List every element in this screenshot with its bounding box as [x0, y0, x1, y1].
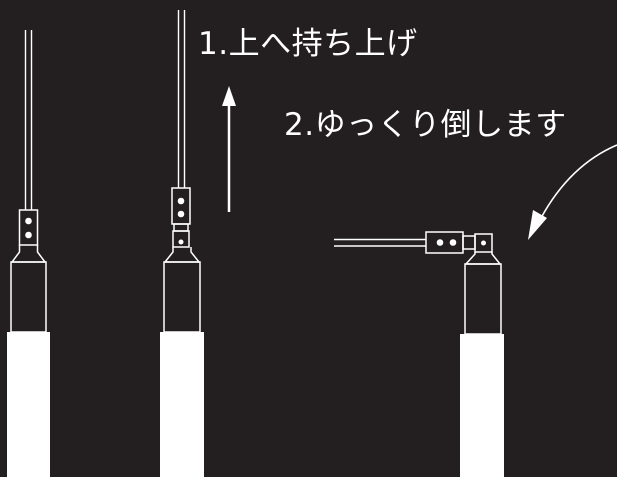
pole-rod [24, 30, 33, 210]
step1-label: 1.上へ持ち上げ [198, 26, 418, 62]
inner-tube [474, 233, 493, 253]
joint-stub [462, 235, 476, 250]
hinge-block [171, 187, 191, 225]
hinge-pin [25, 231, 32, 239]
lock-collar [10, 245, 47, 263]
hinge-pin [177, 210, 185, 218]
pole-lifted-state [160, 10, 204, 477]
lock-collar [464, 252, 502, 265]
pole-sleeve [464, 263, 502, 335]
up-arrow-icon [222, 86, 236, 212]
lock-collar [163, 247, 201, 263]
hinge-block [18, 209, 39, 246]
pole-base [160, 332, 204, 477]
hinge-block [425, 231, 464, 254]
hinge-pin [177, 197, 185, 205]
pole-base [7, 332, 50, 477]
pole-lowered-state [334, 231, 504, 477]
hinge-pin [449, 239, 457, 246]
hinge-pin [436, 239, 444, 246]
step2-label: 2.ゆっくり倒します [284, 107, 567, 143]
pole-base [460, 334, 504, 477]
joint-stub [173, 223, 189, 232]
pole-sleeve [10, 261, 47, 333]
pole-rod [177, 10, 186, 188]
pole-initial-state [7, 30, 50, 477]
curved-arrow-icon [528, 144, 617, 240]
inner-tube [172, 230, 190, 248]
pole-sleeve [163, 261, 201, 333]
hinge-pin [25, 217, 32, 225]
pole-rod-horizontal [334, 238, 426, 247]
